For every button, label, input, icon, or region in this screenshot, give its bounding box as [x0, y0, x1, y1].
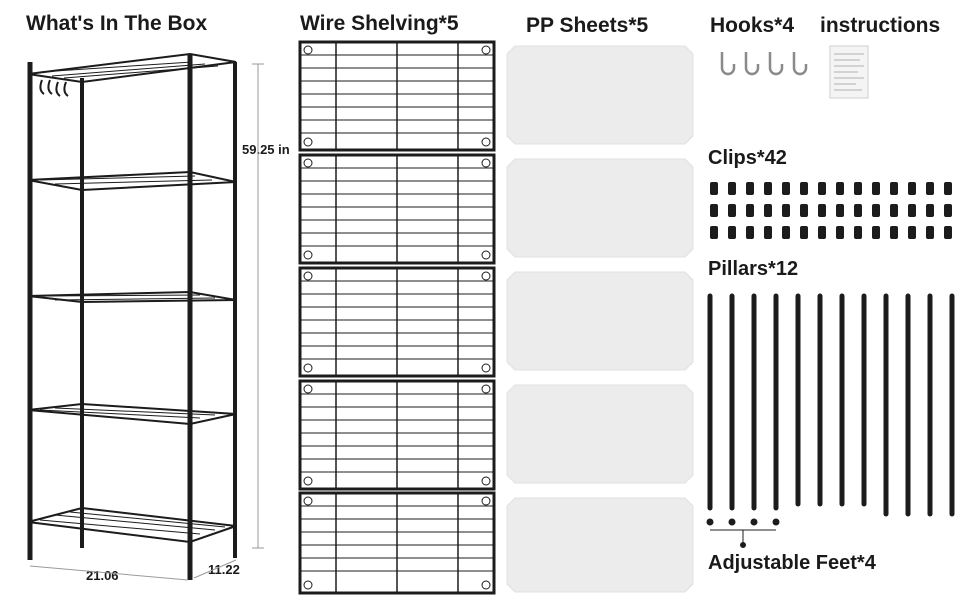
pp-sheets [506, 45, 694, 593]
wire-shelf-panel [298, 40, 496, 152]
instructions-title: instructions [820, 14, 941, 37]
pp-sheet [506, 271, 694, 371]
assembled-shelf-illustration [27, 52, 237, 580]
pillars-title: Pillars*12 [708, 258, 799, 280]
hooks-title: Hooks*4 [710, 14, 795, 37]
wire-shelving-title: Wire Shelving*5 [300, 12, 459, 35]
box-title: What's In The Box [26, 12, 208, 35]
pillars [707, 293, 955, 517]
pp-sheet [506, 45, 694, 145]
dimension-lines [29, 63, 264, 581]
clips-title: Clips*42 [708, 147, 787, 169]
wire-shelf-panel [298, 153, 496, 265]
hook-icon [720, 52, 736, 76]
feet-title: Adjustable Feet*4 [708, 552, 876, 574]
instructions-sheet-icon [829, 45, 869, 99]
wire-shelf-panel [298, 379, 496, 491]
pp-sheet [506, 384, 694, 484]
pp-sheet [506, 497, 694, 593]
hook-icon [768, 52, 784, 76]
clips-grid [710, 182, 952, 239]
height-dimension: 59.25 in [242, 142, 290, 157]
pp-sheet [506, 158, 694, 258]
wire-shelf-panel [298, 491, 496, 595]
hooks [720, 52, 808, 76]
adjustable-feet [706, 518, 780, 548]
hook-icon [792, 52, 808, 76]
hook-icon [744, 52, 760, 76]
wire-shelf-panel [298, 266, 496, 378]
depth-dimension: 11.22 [208, 562, 240, 577]
pp-sheets-title: PP Sheets*5 [526, 14, 649, 37]
wire-shelving-panels [298, 40, 496, 595]
